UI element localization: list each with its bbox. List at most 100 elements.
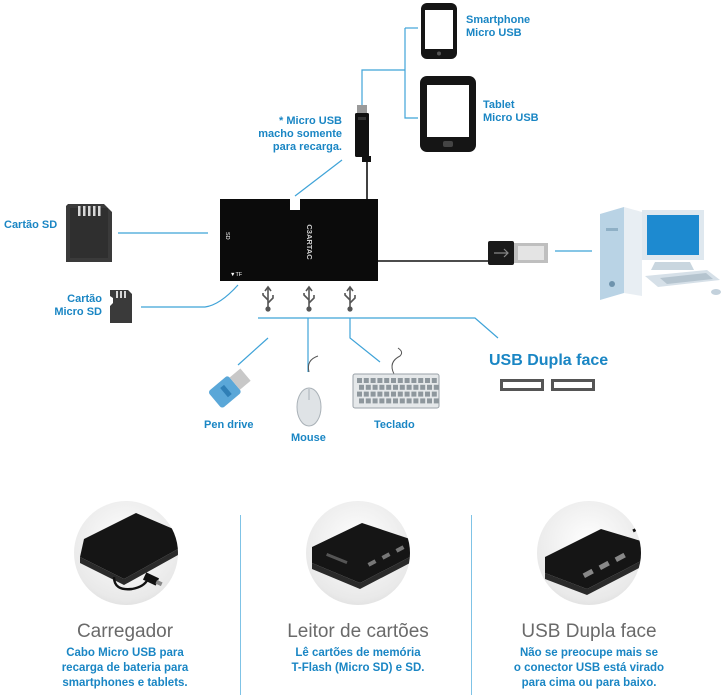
hub-device: C3ARTAC SD ▼TF [220,199,378,281]
keyboard-key [425,378,430,383]
keyboard-key [397,378,403,383]
keyboard-key [357,391,362,397]
card-reader-photo [306,501,410,605]
keyboard-key [384,378,390,383]
micro-sd-label: Cartão Micro SD [40,293,102,319]
keyboard-key [391,378,396,383]
keyboard-key [413,398,419,404]
feature-desc-line: Cabo Micro USB para [66,647,184,659]
keyboard-key [411,391,417,397]
feature-desc-line: Não se preocupe mais se [519,647,659,659]
usb-symbol-icon [262,285,356,312]
keyboard-key [431,391,437,397]
usb-double-face-photo-illustration [545,525,641,595]
smartphone-label: Smartphone Micro USB [466,14,530,40]
sd-card-icon [66,204,112,262]
pen-drive-label: Pen drive [204,419,254,431]
feature-desc-card-reader: Lê cartões de memória T-Flash (Micro SD)… [243,646,473,676]
keyboard-key [359,398,364,404]
micro-usb-label: * Micro USB macho somente para recarga. [248,115,342,154]
feature-desc-line: T-Flash (Micro SD) e SD. [291,662,425,674]
micro-usb-label-line2: macho somente [258,128,342,140]
keyboard-key [377,391,383,397]
feature-divider [240,515,241,695]
keyboard-key [406,384,412,390]
keyboard-key [372,398,378,404]
micro-sd-label-line2: Micro SD [54,306,102,318]
keyboard-key [393,398,398,404]
connection-diagram: C3ARTAC SD ▼TF [66,3,721,427]
keyboard-key [363,391,369,397]
keyboard-key [357,378,362,383]
keyboard-key [370,378,376,383]
feature-desc-usb-double-face: Não se preocupe mais se o conector USB e… [474,646,704,691]
smartphone-label-line1: Smartphone [466,14,531,26]
keyboard-key [363,378,369,383]
feature-desc-line: para cima ou para baixo. [521,677,657,689]
micro-sd-label-line1: Cartão [67,293,102,305]
micro-sd-card-icon [110,290,132,323]
keyboard-key [404,378,410,383]
pen-drive-icon [209,368,251,408]
keyboard-icon [352,347,440,409]
mouse-label: Mouse [291,432,326,444]
feature-title-charger: Carregador [76,621,174,642]
device-tf-mark: ▼TF [230,272,243,278]
device-brand: C3ARTAC [305,224,314,260]
smartphone-label-line2: Micro USB [466,27,522,39]
keyboard-key [433,384,439,390]
micro-usb-label-line1: * Micro USB [279,115,342,127]
keyboard-key [365,384,371,390]
keyboard-key [427,398,432,404]
feature-desc-line: o conector USB está virado [513,662,665,674]
keyboard-key [431,378,437,383]
feature-title-usb-double-face: USB Dupla face [521,621,657,642]
micro-usb-label-line3: para recarga. [272,141,342,153]
keyboard-key [399,398,405,404]
usb-plug-icon [488,241,548,265]
computer-icon [600,207,721,300]
keyboard-key [379,398,385,404]
keyboard-key [365,398,371,404]
device-sd-mark: SD [224,232,230,240]
keyboard-key [406,398,412,404]
keyboard-key [397,391,403,397]
keyboard-key [386,398,392,404]
charger-photo [74,501,178,605]
feature-desc-charger: Cabo Micro USB para recarga de bateria p… [10,646,240,691]
micro-usb-plug-icon [355,105,371,162]
tablet-label: Tablet Micro USB [483,99,539,125]
feature-divider [471,515,472,695]
black-cables [366,162,488,262]
keyboard-key [420,384,426,390]
keyboard-key [391,391,396,397]
keyboard-key [379,384,385,390]
usb-double-face-icon [500,379,595,391]
usb-double-face-photo [537,501,641,605]
keyboard-key [418,378,424,383]
keyboard-key [433,398,439,404]
keyboard-key [425,391,430,397]
feature-title-card-reader: Leitor de cartões [287,621,429,642]
keyboard-key [359,384,364,390]
charger-photo-illustration [80,513,178,591]
keyboard-key [413,384,419,390]
keyboard-key [372,384,378,390]
tablet-label-line1: Tablet [483,99,515,111]
keyboard-key [418,391,424,397]
keyboard-key [384,391,390,397]
card-reader-photo-illustration [312,523,410,589]
keyboard-label: Teclado [374,419,415,431]
keyboard-key [404,391,410,397]
keyboard-key [377,378,383,383]
sd-card-label: Cartão SD [4,219,58,231]
feature-desc-line: recarga de bateria para [61,662,189,674]
keyboard-key [399,384,405,390]
keyboard-key [411,378,417,383]
keyboard-key [427,384,432,390]
tablet-icon [420,76,476,152]
mouse-icon [296,355,322,427]
usb-double-face-label: USB Dupla face [489,352,609,369]
feature-desc-line: smartphones e tablets. [62,677,188,689]
smartphone-icon [421,3,457,59]
